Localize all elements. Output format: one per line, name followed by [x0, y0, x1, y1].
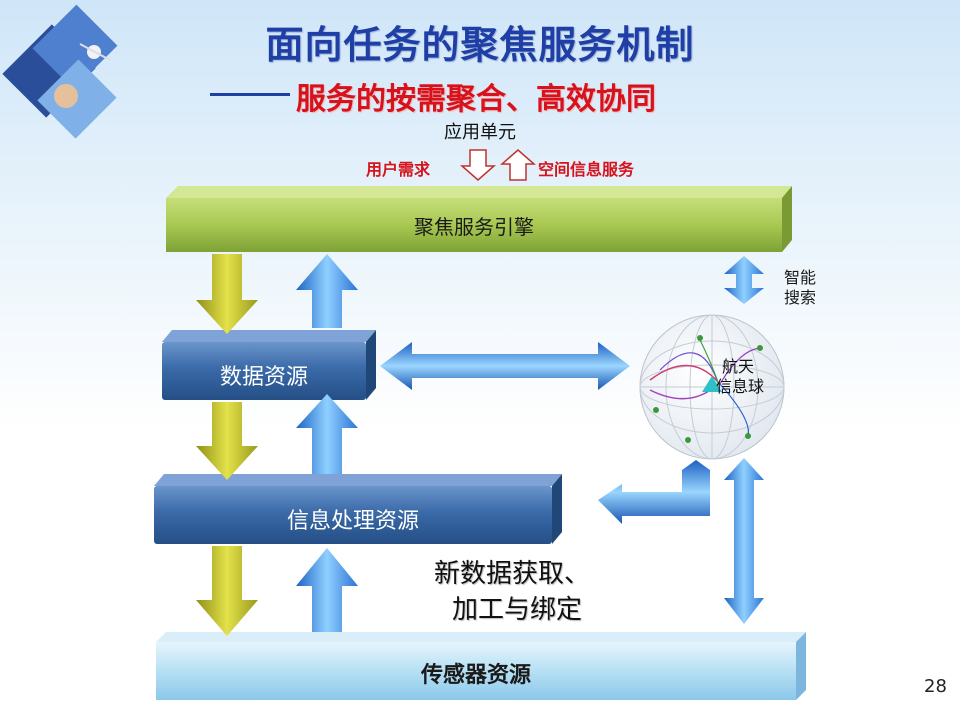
smart-search-line1: 智能: [784, 268, 816, 288]
spatial-service-up-arrow-icon: [502, 150, 534, 180]
up-arrow-data-to-engine-icon: [296, 254, 358, 328]
data-resource-label: 数据资源: [162, 359, 366, 391]
smart-search-label: 智能 搜索: [784, 268, 816, 308]
acquisition-line1: 新数据获取、: [434, 556, 590, 592]
page-subtitle: 服务的按需聚合、高效协同: [296, 74, 656, 118]
user-demand-down-arrow-icon: [462, 150, 494, 180]
page-number: 28: [924, 676, 947, 697]
down-arrow-data-to-processing-icon: [196, 402, 258, 480]
data-acquisition-text: 新数据获取、 加工与绑定: [434, 556, 590, 628]
globe-label-line2: 信息球: [716, 377, 764, 396]
page-title: 面向任务的聚焦服务机制: [0, 14, 960, 69]
subtitle-dash: [210, 93, 290, 96]
spatial-service-label: 空间信息服务: [538, 156, 634, 180]
data-globe-double-arrow-icon: [380, 342, 630, 390]
smart-search-line2: 搜索: [784, 288, 816, 308]
globe-to-processing-elbow-arrow-icon: [598, 460, 710, 524]
application-unit-label: 应用单元: [444, 118, 516, 144]
up-arrow-processing-to-data-icon: [296, 394, 358, 474]
up-arrow-sensor-to-processing-icon: [296, 548, 358, 632]
globe-label-line1: 航天: [722, 357, 754, 376]
sensor-resource-label: 传感器资源: [156, 657, 796, 689]
down-arrow-engine-to-data-icon: [196, 254, 258, 334]
engine-label: 聚焦服务引擎: [166, 211, 782, 240]
globe-sensor-double-arrow-icon: [724, 458, 764, 624]
smart-search-double-arrow-icon: [724, 256, 764, 304]
down-arrow-processing-to-sensor-icon: [196, 546, 258, 636]
info-processing-label: 信息处理资源: [154, 503, 552, 535]
acquisition-line2: 加工与绑定: [434, 592, 590, 628]
user-demand-label: 用户需求: [366, 156, 430, 180]
